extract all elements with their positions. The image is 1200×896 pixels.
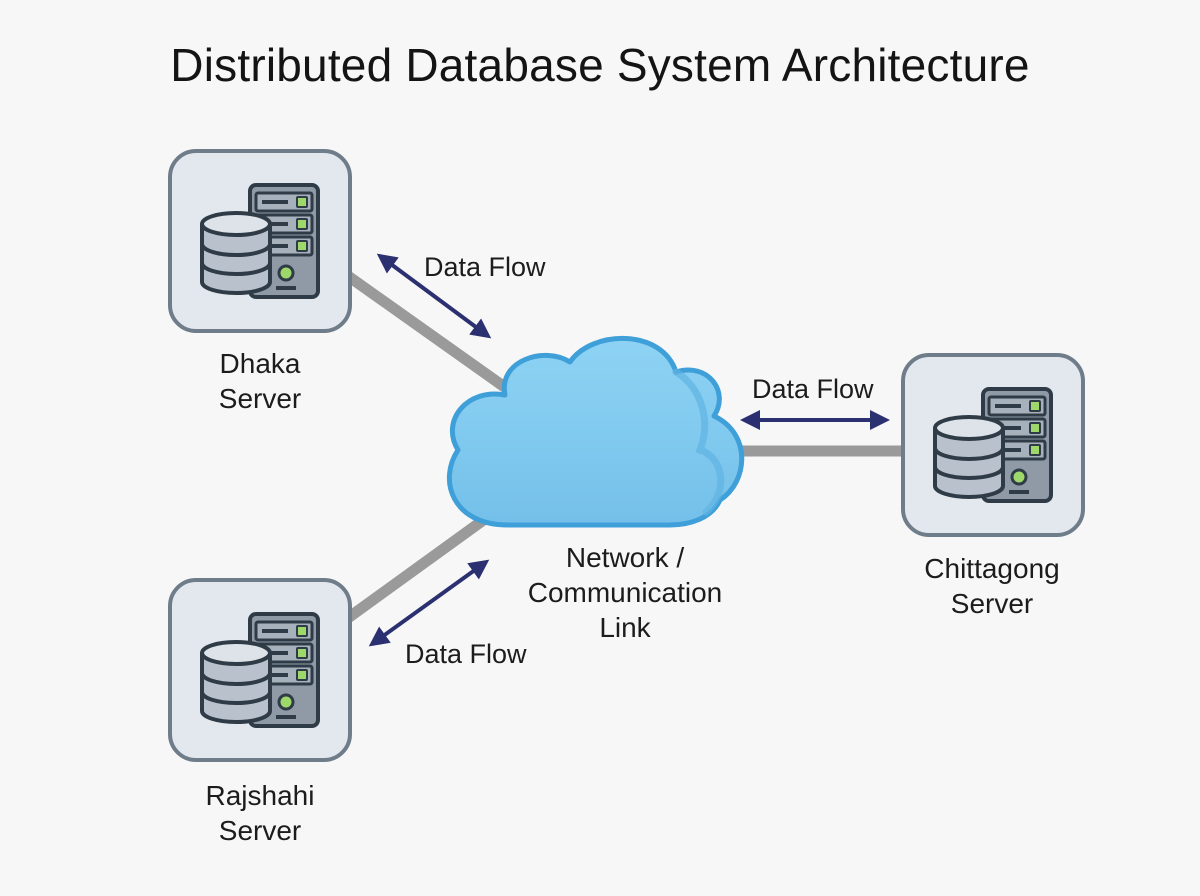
server-label-dhaka: Dhaka Server (160, 346, 360, 416)
data-flow-arrow-dhaka (376, 253, 492, 339)
cloud-icon (447, 335, 745, 528)
server-name-line2: Server (218, 815, 302, 846)
diagram-title: Distributed Database System Architecture (170, 39, 1030, 91)
server-label-rajshahi: Rajshahi Server (160, 778, 360, 848)
network-label: Network / Communication Link (480, 540, 770, 645)
server-label-chittagong: Chittagong Server (882, 551, 1102, 621)
data-flow-arrow-rajshahi (368, 559, 490, 647)
network-label-line2: Communication (527, 577, 723, 608)
server-name-line2: Server (218, 383, 302, 414)
server-node-dhaka[interactable] (168, 149, 352, 333)
server-name-line2: Server (950, 588, 1034, 619)
server-name-line1: Dhaka (219, 348, 301, 379)
flow-label-chittagong: Data Flow (752, 374, 874, 404)
server-name-line1: Rajshahi (205, 780, 315, 811)
link-rajshahi-network (344, 503, 504, 623)
server-node-chittagong[interactable] (901, 353, 1085, 537)
flow-label-rajshahi: Data Flow (405, 639, 527, 669)
flow-label-dhaka: Data Flow (424, 252, 546, 282)
network-label-line3: Link (599, 612, 651, 643)
server-node-rajshahi[interactable] (168, 578, 352, 762)
network-label-line1: Network / (565, 542, 685, 573)
server-name-line1: Chittagong (924, 553, 1060, 584)
